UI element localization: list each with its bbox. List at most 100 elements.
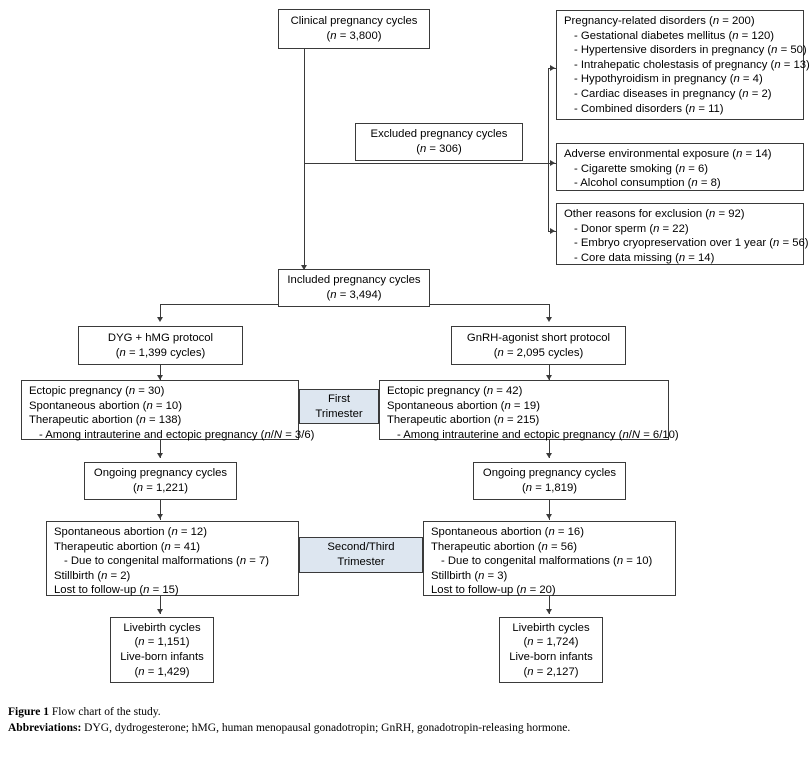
node-item: Ectopic pregnancy (n = 42) bbox=[387, 385, 523, 397]
node-item: - Donor sperm (n = 22) bbox=[574, 222, 689, 235]
node-item: - Due to congenital malformations (n = 7… bbox=[64, 555, 270, 568]
node-line: Live-born infants bbox=[120, 651, 204, 663]
connector-main-trunk bbox=[304, 49, 306, 271]
node-item: - Hypertensive disorders in pregnancy (n… bbox=[574, 44, 807, 57]
node-line: (n = 306) bbox=[416, 143, 462, 155]
node-item: - Alcohol consumption (n = 8) bbox=[574, 177, 721, 190]
node-item: Therapeutic abortion (n = 41) bbox=[54, 540, 201, 553]
node-item: Spontaneous abortion (n = 19) bbox=[387, 399, 540, 412]
node-title: Other reasons for exclusion (n = 92) bbox=[564, 208, 745, 220]
figure-label: Figure 1 bbox=[8, 706, 49, 718]
node-item: Spontaneous abortion (n = 16) bbox=[431, 526, 584, 538]
figure-title: Flow chart of the study. bbox=[51, 706, 161, 718]
node-item: - Combined disorders (n = 11) bbox=[574, 102, 724, 115]
node-livebirth-left: Livebirth cycles (n = 1,151) Live-born i… bbox=[110, 617, 214, 683]
arrowhead-protocol-right bbox=[545, 317, 552, 322]
node-line: (n = 2,095 cycles) bbox=[493, 346, 584, 359]
arrowhead-right-ongoing bbox=[545, 453, 552, 458]
node-line: Ongoing pregnancy cycles bbox=[482, 467, 617, 480]
node-item: Stillbirth (n = 3) bbox=[431, 569, 508, 582]
node-title: Pregnancy-related disorders (n = 200) bbox=[564, 15, 755, 27]
node-item: Therapeutic abortion (n = 56) bbox=[431, 540, 578, 553]
arrowhead-disorders bbox=[550, 64, 555, 71]
connector-protocol-left-down bbox=[160, 304, 162, 320]
node-title: Adverse environmental exposure (n = 14) bbox=[564, 148, 772, 160]
node-line: Livebirth cycles bbox=[512, 621, 590, 634]
connector-left-ongoing-to-second-tri bbox=[160, 500, 162, 520]
trimester-line: Trimester bbox=[315, 407, 363, 420]
node-ongoing-pregnancy-cycles-left: Ongoing pregnancy cycles (n = 1,221) bbox=[84, 462, 237, 500]
node-line: Live-born infants bbox=[509, 651, 593, 663]
node-ongoing-pregnancy-cycles-right: Ongoing pregnancy cycles (n = 1,819) bbox=[473, 462, 626, 500]
node-livebirth-right: Livebirth cycles (n = 1,724) Live-born i… bbox=[499, 617, 603, 683]
caption-abbrev-line: Abbreviations: DYG, dydrogesterone; hMG,… bbox=[8, 720, 803, 736]
connector-protocol-right-down bbox=[549, 304, 551, 320]
node-item: - Among intrauterine and ectopic pregnan… bbox=[39, 428, 315, 441]
node-item: - Core data missing (n = 14) bbox=[574, 251, 715, 264]
node-line: Ongoing pregnancy cycles bbox=[93, 467, 228, 480]
node-line: (n = 1,221) bbox=[133, 482, 188, 494]
arrowhead-right-first-tri bbox=[545, 375, 552, 380]
node-line: (n = 1,724) bbox=[523, 636, 579, 649]
arrowhead-protocol-left bbox=[156, 317, 163, 322]
node-included-pregnancy-cycles: Included pregnancy cycles (n = 3,494) bbox=[278, 269, 430, 307]
connector-left-first-tri-to-ongoing bbox=[160, 440, 162, 458]
arrowhead-environmental bbox=[550, 159, 555, 166]
node-item: Therapeutic abortion (n = 215) bbox=[387, 414, 540, 427]
arrowhead-left-livebirth bbox=[156, 609, 163, 614]
connector-exclusion-branch bbox=[304, 163, 549, 165]
node-second-third-trimester-left-outcomes: Spontaneous abortion (n = 12) Therapeuti… bbox=[46, 521, 299, 596]
node-dyg-hmg-protocol: DYG + hMG protocol (n = 1,399 cycles) bbox=[78, 326, 243, 365]
node-line: Livebirth cycles bbox=[123, 621, 201, 634]
node-line: (n = 3,800) bbox=[326, 30, 382, 42]
node-item: Lost to follow-up (n = 20) bbox=[431, 584, 556, 597]
connector-left-protocol-to-first-tri bbox=[160, 365, 162, 380]
connector-right-first-tri-to-ongoing bbox=[549, 440, 551, 458]
node-item: - Embryo cryopreservation over 1 year (n… bbox=[574, 237, 809, 250]
node-item: - Intrahepatic cholestasis of pregnancy … bbox=[574, 58, 810, 71]
node-line: Clinical pregnancy cycles bbox=[290, 15, 418, 28]
node-item: - Among intrauterine and ectopic pregnan… bbox=[397, 428, 679, 441]
node-line: Excluded pregnancy cycles bbox=[370, 128, 508, 141]
label-first-trimester: First Trimester bbox=[299, 389, 379, 424]
abbreviations-text: DYG, dydrogesterone; hMG, human menopaus… bbox=[84, 722, 571, 734]
node-item: - Gestational diabetes mellitus (n = 120… bbox=[574, 29, 775, 42]
caption-title-line: Figure 1 Flow chart of the study. bbox=[8, 704, 803, 720]
connector-right-ongoing-to-second-tri bbox=[549, 500, 551, 520]
connector-right-protocol-to-first-tri bbox=[549, 365, 551, 380]
node-line: Included pregnancy cycles bbox=[287, 274, 421, 287]
trimester-line: Second/Third bbox=[327, 541, 395, 554]
node-item: - Hypothyroidism in pregnancy (n = 4) bbox=[574, 73, 763, 86]
node-line: (n = 1,819) bbox=[522, 482, 577, 494]
node-line: GnRH-agonist short protocol bbox=[466, 331, 611, 344]
node-gnrh-agonist-short-protocol: GnRH-agonist short protocol (n = 2,095 c… bbox=[451, 326, 626, 365]
arrowhead-left-ongoing bbox=[156, 453, 163, 458]
trimester-line: First bbox=[328, 392, 350, 405]
node-item: Ectopic pregnancy (n = 30) bbox=[29, 385, 165, 397]
node-adverse-environmental-exposure: Adverse environmental exposure (n = 14) … bbox=[556, 143, 804, 191]
node-item: Therapeutic abortion (n = 138) bbox=[29, 414, 182, 427]
node-first-trimester-left-outcomes: Ectopic pregnancy (n = 30) Spontaneous a… bbox=[21, 380, 315, 441]
node-item: Lost to follow-up (n = 15) bbox=[54, 584, 179, 597]
node-item: Spontaneous abortion (n = 10) bbox=[29, 399, 182, 412]
node-item: Stillbirth (n = 2) bbox=[54, 569, 131, 582]
node-item: - Due to congenital malformations (n = 1… bbox=[441, 555, 653, 568]
node-line: (n = 2,127) bbox=[523, 665, 579, 678]
node-first-trimester-right-outcomes: Ectopic pregnancy (n = 42) Spontaneous a… bbox=[379, 380, 679, 441]
connector-left-second-tri-to-livebirth bbox=[160, 596, 162, 614]
figure-caption: Figure 1 Flow chart of the study. Abbrev… bbox=[8, 704, 803, 736]
arrowhead-other-reasons bbox=[550, 227, 555, 234]
node-second-third-trimester-right-outcomes: Spontaneous abortion (n = 16) Therapeuti… bbox=[423, 521, 676, 596]
arrowhead-included bbox=[300, 265, 307, 270]
node-line: DYG + hMG protocol bbox=[107, 331, 214, 344]
node-item: Spontaneous abortion (n = 12) bbox=[54, 526, 207, 538]
node-item: - Cardiac diseases in pregnancy (n = 2) bbox=[574, 87, 772, 100]
connector-right-second-tri-to-livebirth bbox=[549, 596, 551, 614]
arrowhead-left-second-tri bbox=[156, 514, 163, 519]
node-pregnancy-related-disorders: Pregnancy-related disorders (n = 200) - … bbox=[556, 10, 810, 120]
node-line: (n = 1,151) bbox=[134, 636, 190, 649]
node-excluded-pregnancy-cycles: Excluded pregnancy cycles (n = 306) bbox=[355, 123, 523, 161]
label-second-third-trimester: Second/Third Trimester bbox=[299, 537, 423, 573]
node-line: (n = 3,494) bbox=[326, 289, 382, 301]
